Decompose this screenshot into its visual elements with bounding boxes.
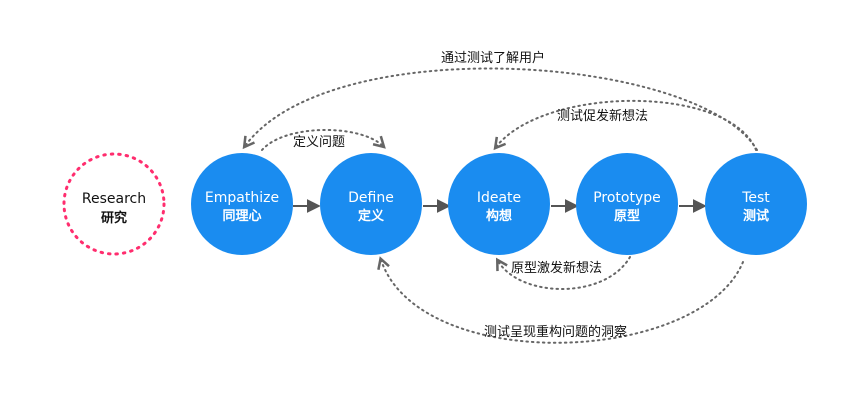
stage-label-zh: 同理心 [222, 209, 261, 224]
stage-circle [448, 153, 550, 255]
stage-label-en: Ideate [477, 190, 521, 206]
stage-label-zh: 构想 [486, 208, 512, 224]
loop-label-test-to-define: 测试呈现重构问题的洞察 [484, 324, 627, 340]
stage-label-zh: 定义 [357, 208, 385, 224]
loop-label-test-to-ideate: 测试促发新想法 [557, 108, 648, 124]
stage-label-zh: 测试 [743, 208, 769, 224]
stage-ideate: Ideate 构想 [448, 153, 550, 255]
stage-circle [320, 153, 422, 255]
loop-label-empathize-to-define: 定义问题 [293, 135, 345, 150]
stage-prototype: Prototype 原型 [576, 153, 678, 255]
research-label-zh: 研究 [101, 210, 127, 226]
loop-test-to-define [377, 256, 744, 344]
stage-label-en: Prototype [593, 190, 661, 206]
stage-label-en: Test [741, 190, 770, 206]
stage-circle [576, 153, 678, 255]
loop-test-to-ideate [493, 99, 757, 151]
loop-empathize-to-define [261, 129, 386, 151]
loop-prototype-to-ideate [495, 256, 631, 290]
stage-test: Test 测试 [705, 153, 807, 255]
stage-label-en: Empathize [205, 190, 279, 206]
loop-label-test-to-empathize: 通过测试了解用户 [441, 50, 545, 66]
stage-label-zh: 原型 [614, 208, 640, 224]
stage-empathize: Empathize 同理心 [191, 153, 293, 255]
research-node: Research 研究 [62, 152, 166, 256]
stage-label-en: Define [348, 190, 394, 206]
stage-define: Define 定义 [320, 153, 422, 255]
stage-circle [705, 153, 807, 255]
research-ring [62, 152, 166, 256]
research-label-en: Research [82, 191, 146, 207]
stage-circle [191, 153, 293, 255]
loop-label-prototype-to-ideate: 原型激发新想法 [511, 260, 602, 276]
